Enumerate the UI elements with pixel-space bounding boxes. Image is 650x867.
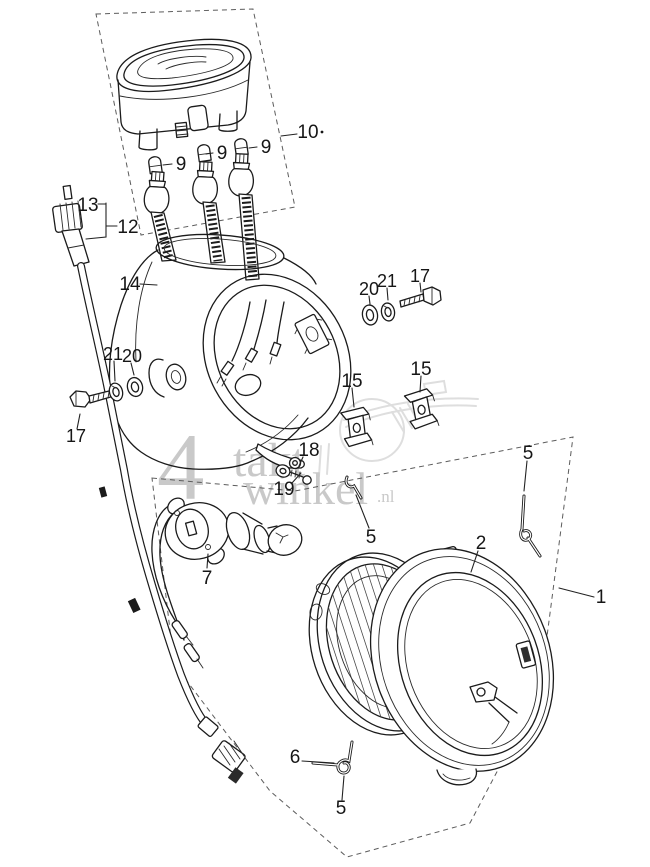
bulb-socket — [142, 170, 172, 216]
assembly-group-outline-1 — [151, 436, 574, 858]
headlight-bulb — [266, 524, 303, 556]
part-label-20: 20 — [359, 279, 379, 299]
speedometer-cable — [52, 184, 246, 784]
rim-slot-tab — [515, 640, 537, 669]
part-label-21: 21 — [377, 271, 397, 291]
part-label-2: 2 — [476, 533, 487, 554]
socket-wire — [150, 211, 177, 262]
part-label-14: 14 — [119, 274, 141, 295]
shell-bottom-hole — [234, 373, 262, 397]
flat-washer — [126, 376, 144, 398]
callouts: 13 12 14 9 9 9 10 20 21 17 21 20 17 15 1… — [66, 122, 606, 819]
socket-wire — [202, 201, 226, 264]
speedometer — [116, 38, 252, 151]
spring-washer — [108, 382, 124, 402]
headlight-bulb-socket-assembly — [151, 497, 303, 669]
bracket-screw — [275, 464, 312, 485]
part-label-10: 10 — [297, 122, 318, 143]
part-label-15: 15 — [341, 371, 362, 392]
part-label-17: 17 — [410, 266, 430, 286]
rim-inner-bracket — [469, 681, 518, 745]
shell-mount-ear — [148, 358, 187, 398]
hex-bolt — [399, 286, 442, 308]
spring-washer — [380, 302, 396, 322]
socket-wire — [238, 193, 260, 281]
watermark-suffix: .nl — [377, 487, 395, 506]
shell-slot-bracket — [294, 313, 333, 355]
speedometer-cable-nipple — [174, 121, 189, 139]
rim-bottom-tab — [436, 768, 478, 786]
bulb-socket — [191, 160, 220, 206]
hex-bolt — [69, 389, 115, 408]
indicator-bulb — [196, 143, 212, 163]
part-label-1: 1 — [596, 587, 607, 608]
part-label-9: 9 — [176, 154, 187, 175]
indicator-bulb — [147, 155, 163, 175]
cable-lower-fitting — [197, 716, 246, 784]
mounting-bracket — [255, 443, 305, 470]
part-label-6: 6 — [290, 747, 301, 768]
part-label-13: 13 — [77, 195, 98, 216]
spring-clip — [344, 475, 363, 500]
wire-connector — [171, 620, 204, 669]
part-label-20: 20 — [122, 346, 142, 366]
headlight-rim — [369, 548, 555, 786]
spring-clip — [311, 740, 354, 775]
part-label-5: 5 — [366, 527, 377, 548]
bulb-socket — [227, 152, 256, 198]
part-label-5: 5 — [523, 443, 534, 464]
spring-clip — [519, 494, 542, 558]
part-label-9: 9 — [261, 137, 272, 158]
speedometer-reset-knob — [187, 104, 209, 132]
part-label-7: 7 — [202, 568, 213, 589]
part-label-12: 12 — [117, 217, 138, 238]
headlight-shell — [108, 233, 352, 470]
part-label-18: 18 — [298, 440, 319, 461]
part-label-15: 15 — [410, 359, 431, 380]
bulb-collar — [225, 511, 271, 555]
flat-washer — [361, 304, 379, 326]
socket-rubber-holder — [164, 497, 230, 565]
part-label-5: 5 — [336, 798, 347, 819]
part-label-9: 9 — [217, 143, 228, 164]
part-label-17: 17 — [66, 426, 86, 446]
shell-interior-wires — [216, 299, 285, 387]
watermark-sketch — [318, 379, 479, 477]
cable-upper-fitting — [52, 184, 90, 267]
part-label-21: 21 — [103, 344, 123, 364]
part-label-19: 19 — [273, 479, 294, 500]
